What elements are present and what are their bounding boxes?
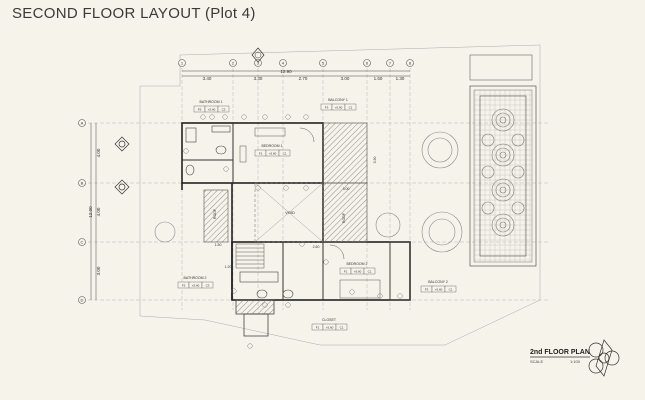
room-label-closet: CLOSET [322,318,337,322]
section-marker-left [114,136,130,195]
tag-level: +5.60 [192,284,200,288]
grid-row-label: D [81,298,84,303]
room-label-balcony1: BALCONY 1 [328,98,348,102]
tag-ceiling: C1 [349,106,353,110]
dim-total: 12.00 [88,206,93,218]
landscape-trees [154,131,463,253]
dim-label: 2.60 [313,245,320,249]
dim-label: 1.50 [374,76,383,81]
grid-col-label: 6 [366,61,369,66]
grid-bubbles-top [178,59,414,67]
tag-code: F1 [344,270,348,274]
dim-label: 3.30 [373,157,377,164]
room-label-bedroom2: BEDROOM 2 [346,262,367,266]
pool-area [469,54,537,267]
site-boundary [139,44,541,346]
scale-value: 1:100 [570,359,581,364]
roof-label-left: ROOF [213,209,217,219]
room-label-bathroom2: BATHROOM 2 [184,276,207,280]
dim-label: 3.00 [341,76,350,81]
dim-label: 2.70 [299,76,308,81]
grid-lines-vertical [181,68,411,310]
dim-label: 3.40 [203,76,212,81]
section-marker-top [251,47,265,63]
tag-code: F5 [198,108,202,112]
tag-ceiling: C1 [283,152,287,156]
tag-code: F1 [259,152,263,156]
tag-level: +5.60 [354,270,362,274]
tag-ceiling: C1 [340,326,344,330]
tag-level: +5.60 [335,106,343,110]
dim-label: 1.20 [225,265,232,269]
room-label-bathroom1: BATHROOM 1 [200,100,223,104]
tag-code: F3 [425,288,429,292]
dim-label: 1.30 [396,76,405,81]
grid-col-label: 3 [257,61,260,66]
void-label: VOID [285,210,295,215]
tag-level: +5.60 [435,288,443,292]
room-label-balcony2: BALCONY 2 [428,280,448,284]
grid-col-label: 7 [389,61,392,66]
dim-label: 1.50 [215,243,222,247]
tag-ceiling: C1 [449,288,453,292]
grid-row-label: C [81,240,84,245]
grid-col-label: 5 [322,61,325,66]
dim-label: 3.00 [96,266,101,275]
door-tags [183,114,403,349]
bathroom2-fixtures [239,271,294,299]
dim-total: 12.90 [280,69,292,74]
page-title: SECOND FLOOR LAYOUT (Plot 4) [12,5,256,22]
bathroom1-fixtures [185,125,231,176]
balcony2-area [389,241,411,301]
void-area [254,182,324,243]
tag-code: F3 [325,106,329,110]
grid-row-label: B [81,181,84,186]
tag-level: +5.60 [269,152,277,156]
tag-ceiling: C3 [206,284,210,288]
roof-hatch-right-top [322,122,368,184]
grid-col-label: 1 [181,61,184,66]
dim-label: 4.00 [96,207,101,216]
scale-label: SCALE [530,359,544,364]
plan-label: 2nd FLOOR PLAN [530,349,590,356]
tag-level: +5.60 [326,326,334,330]
dim-label: 3.30 [254,76,263,81]
tag-code: F2 [182,284,186,288]
dim-label: 3.00 [343,187,350,191]
bedroom2-furniture [329,244,381,299]
room-label-bedroom1: BEDROOM 1 [261,144,282,148]
room-tags [177,103,457,331]
compass-icon [588,339,620,377]
tag-ceiling: C1 [368,270,372,274]
grid-row-label: A [81,121,84,126]
grid-col-label: 4 [282,61,285,66]
grid-col-label: 8 [409,61,412,66]
bedroom1-furniture [239,127,315,163]
grid-bubbles-left [78,119,86,304]
roof-label-right: ROOF [342,213,346,223]
tag-ceiling: C2 [222,108,226,112]
grid-col-label: 2 [232,61,235,66]
stair [235,243,265,269]
dim-label: 4.00 [96,148,101,157]
roof-hatch-right [322,182,368,243]
closet-area [235,299,275,337]
roof-hatch-left [203,189,229,243]
tag-level: +5.60 [208,108,216,112]
tag-code: F1 [316,326,320,330]
